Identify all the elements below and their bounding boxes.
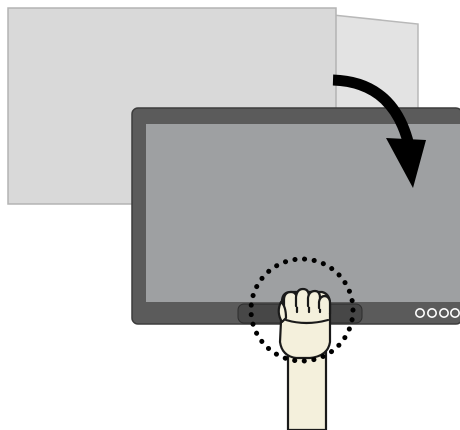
monitor-mount-diagram [0,0,460,430]
illustration-stage [0,0,460,430]
